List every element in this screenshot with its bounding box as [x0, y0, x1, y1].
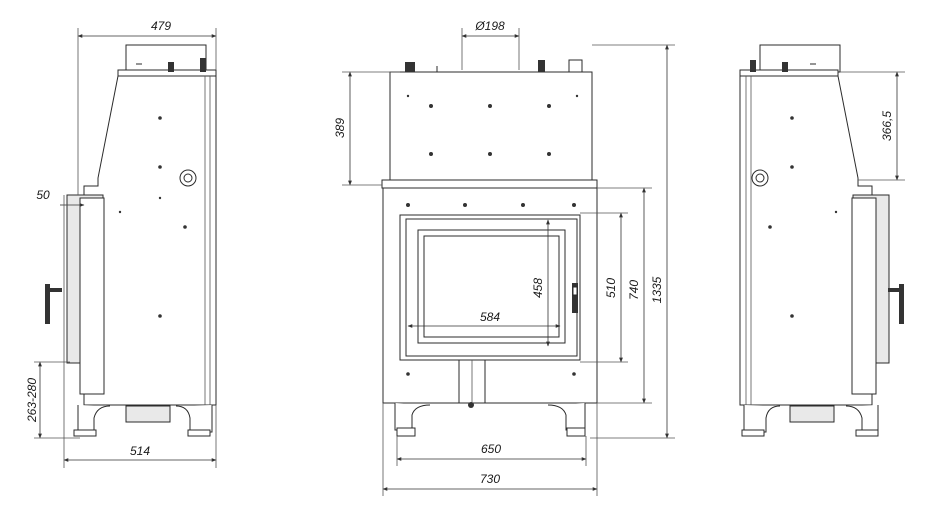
dim-flue-diameter: Ø198: [474, 19, 505, 33]
dim-650: 650: [481, 442, 501, 456]
dim-1335: 1335: [650, 276, 664, 303]
dim-514: 514: [130, 444, 150, 458]
dim-389: 389: [333, 118, 347, 138]
dim-740: 740: [627, 280, 641, 300]
front-dimensions: Ø198 389 458 584 510 740 1335 650 730: [333, 19, 675, 496]
left-side-view: [45, 44, 217, 437]
dim-730: 730: [480, 472, 500, 486]
dim-458: 458: [531, 278, 545, 298]
dim-510: 510: [604, 278, 618, 298]
dim-263-280: 263-280: [25, 378, 39, 423]
dim-479: 479: [151, 19, 171, 33]
right-dimensions: 366,5: [840, 71, 905, 181]
dim-584: 584: [480, 310, 500, 324]
left-dimensions: 479 50 263-280 514: [25, 19, 217, 468]
front-view: [381, 59, 598, 437]
dim-50: 50: [36, 188, 50, 202]
dim-366-5: 366,5: [880, 111, 894, 141]
right-side-view: [739, 44, 904, 437]
